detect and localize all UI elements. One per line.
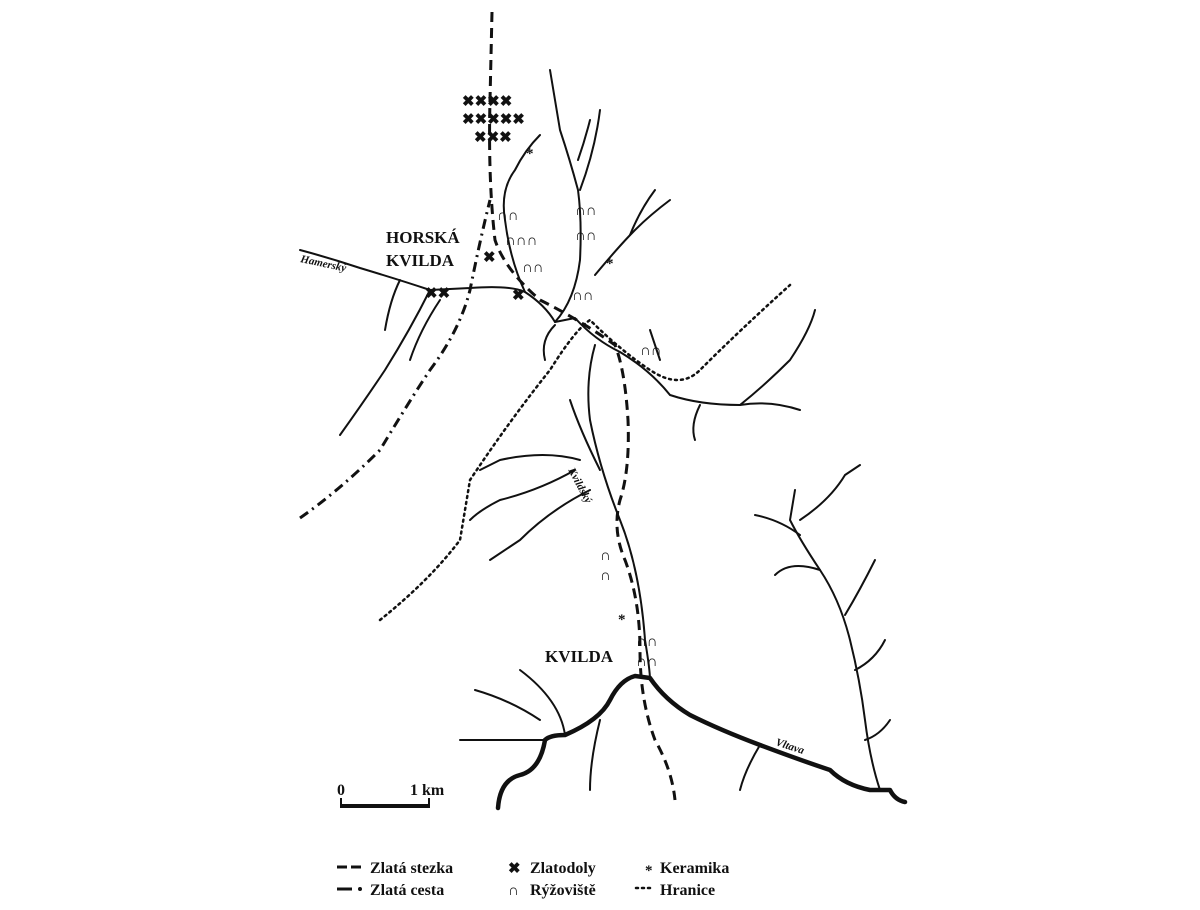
svg-text:*: * xyxy=(526,146,534,162)
svg-text:∩∩: ∩∩ xyxy=(640,343,662,359)
svg-text:✖✖: ✖✖ xyxy=(425,286,450,302)
route-zlata-cesta xyxy=(299,199,492,520)
svg-text:∩: ∩ xyxy=(600,568,611,584)
svg-text:*: * xyxy=(606,256,614,272)
ceramics-symbols: * * * xyxy=(526,146,626,628)
legend-zlata-cesta: Zlatá cesta xyxy=(370,882,444,899)
legend: Zlatá stezka Zlatá cesta ✖ Zlatodoly ∩ R… xyxy=(337,860,729,899)
asterisk-icon: * xyxy=(645,863,653,879)
town-label-kvilda: KVILDA xyxy=(545,647,614,666)
border-line xyxy=(378,283,792,622)
svg-text:∩∩: ∩∩ xyxy=(497,208,519,224)
scale-start: 0 xyxy=(337,782,345,799)
river-network xyxy=(299,69,908,811)
scale-end: 1 km xyxy=(410,782,445,799)
river-label-kvildsky: Kvildský xyxy=(565,465,594,506)
gold-washing-symbols: ∩∩∩∩∩ ∩∩∩∩ ∩∩∩∩ ∩∩ ∩∩∩∩ ∩∩ xyxy=(497,203,662,670)
route-zlata-stezka xyxy=(488,11,677,801)
legend-keramika: Keramika xyxy=(660,860,729,877)
svg-text:∩∩: ∩∩ xyxy=(572,288,594,304)
svg-text:∩∩: ∩∩ xyxy=(575,203,597,219)
svg-text:*: * xyxy=(618,612,626,628)
svg-text:✖✖✖✖✖: ✖✖✖✖✖ xyxy=(462,112,525,128)
legend-hranice: Hranice xyxy=(660,882,715,899)
svg-text:∩∩: ∩∩ xyxy=(522,260,544,276)
svg-text:∩: ∩ xyxy=(600,548,611,564)
legend-zlata-stezka: Zlatá stezka xyxy=(370,860,453,877)
svg-text:✖: ✖ xyxy=(512,288,525,304)
scale-bar: 0 1 km xyxy=(337,782,445,808)
mine-icon: ✖ xyxy=(508,861,521,877)
svg-text:∩∩: ∩∩ xyxy=(575,228,597,244)
svg-text:∩∩: ∩∩ xyxy=(636,634,658,650)
svg-text:✖✖✖✖: ✖✖✖✖ xyxy=(462,94,512,110)
mine-symbols: ✖✖✖✖ ✖✖✖✖✖ ✖✖✖ ✖ ✖✖ ✖ xyxy=(425,94,525,304)
svg-text:✖: ✖ xyxy=(483,250,496,266)
gold-washing-icon: ∩ xyxy=(508,883,519,899)
svg-text:∩∩∩: ∩∩∩ xyxy=(505,233,537,249)
svg-text:∩∩: ∩∩ xyxy=(636,654,658,670)
town-label-horska: HORSKÁ xyxy=(386,228,460,247)
legend-zlatodoly: Zlatodoly xyxy=(530,860,596,877)
svg-text:✖✖✖: ✖✖✖ xyxy=(474,130,512,146)
town-label-horska-kvilda: KVILDA xyxy=(386,251,455,270)
legend-ryzoviste: Rýžoviště xyxy=(530,882,596,899)
